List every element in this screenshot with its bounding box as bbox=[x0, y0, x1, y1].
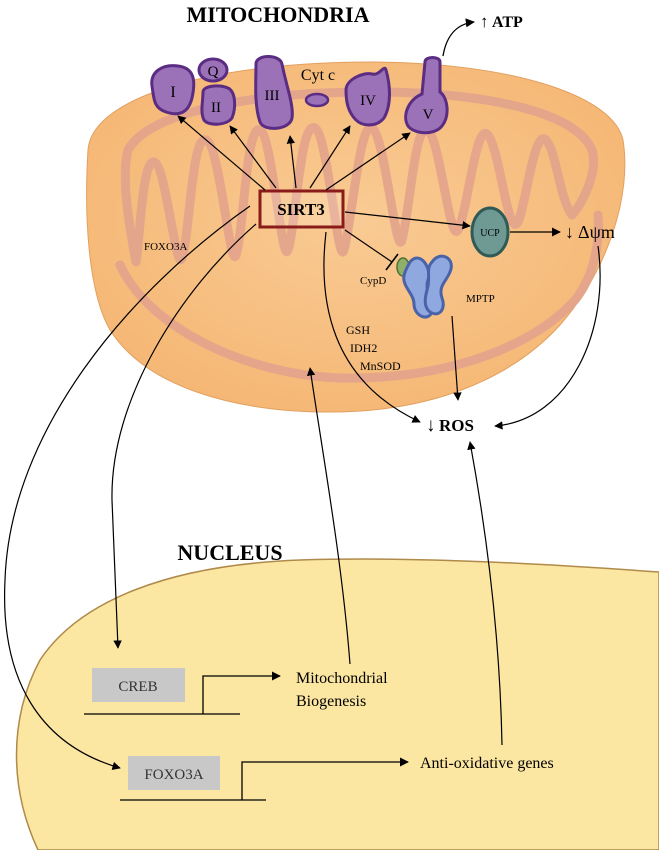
mito-biogenesis-line1: Mitochondrial bbox=[296, 670, 388, 687]
arrow-sirt3-to-ucp bbox=[344, 211, 471, 230]
ros-label: ROS bbox=[439, 416, 474, 435]
cypd-label: CypD bbox=[360, 275, 386, 287]
anti-oxidative-genes-label: Anti-oxidative genes bbox=[420, 755, 554, 772]
atp-up-arrow: ↑ bbox=[480, 12, 489, 31]
ucp-protein: UCP bbox=[470, 206, 510, 258]
atp-label: ATP bbox=[492, 14, 523, 31]
arrow-mptp-to-ros bbox=[451, 315, 462, 401]
foxo3a-nucleus-label: FOXO3A bbox=[144, 767, 203, 783]
inhibit-bar bbox=[385, 253, 399, 271]
complex-iv-label: IV bbox=[360, 93, 376, 109]
nucleus-title: NUCLEUS bbox=[177, 540, 282, 565]
arrow-sirt3-to-ros bbox=[323, 231, 421, 423]
mitochondria-title: MITOCHONDRIA bbox=[187, 2, 370, 27]
arrow-sirt3-to-foxo3a bbox=[3, 205, 251, 770]
creb-promoter-arrow bbox=[202, 671, 281, 714]
complex-iv: IV bbox=[344, 66, 391, 127]
complex-q-label: Q bbox=[208, 64, 219, 80]
mitochondrion-cristae bbox=[120, 87, 598, 267]
foxo3a-mito-label: FOXO3A bbox=[144, 241, 187, 253]
complex-ii: II bbox=[200, 84, 237, 126]
mitochondrion-inner-membrane bbox=[115, 210, 603, 383]
complex-v: V bbox=[404, 56, 449, 135]
delta-psi-label: Δψm bbox=[578, 222, 615, 242]
sirt3-to-complex-arrows bbox=[177, 115, 411, 191]
cytochrome-c: Cyt c bbox=[301, 67, 335, 108]
mito-biogenesis-line2: Biogenesis bbox=[296, 693, 366, 710]
arrow-complex-v-to-atp bbox=[442, 18, 475, 57]
idh2-label: IDH2 bbox=[350, 341, 377, 355]
delta-psi-down-arrow: ↓ bbox=[565, 222, 574, 242]
complex-ii-label: II bbox=[211, 100, 221, 116]
arrow-delta-psi-to-ros bbox=[494, 245, 601, 430]
complex-iii: III bbox=[254, 55, 294, 130]
arrow-sirt3-to-creb bbox=[111, 223, 257, 649]
foxo3a-box bbox=[128, 756, 220, 790]
mptp-label: MPTP bbox=[466, 293, 495, 305]
creb-box bbox=[92, 668, 185, 702]
foxo3a-promoter-arrow bbox=[241, 757, 409, 800]
complex-iii-label: III bbox=[265, 88, 280, 104]
ucp-label: UCP bbox=[480, 228, 500, 239]
complex-v-label: V bbox=[423, 107, 434, 123]
ros-down-arrow: ↓ bbox=[426, 415, 436, 436]
inhibit-sirt3-to-cypd bbox=[344, 229, 393, 263]
complex-q: Q bbox=[197, 57, 229, 83]
cytochrome-c-label: Cyt c bbox=[301, 67, 335, 84]
mptp-protein bbox=[402, 254, 453, 319]
gsh-label: GSH bbox=[346, 323, 370, 337]
sirt3-box: SIRT3 bbox=[258, 189, 345, 229]
creb-label: CREB bbox=[118, 679, 157, 695]
complex-i: I bbox=[150, 64, 196, 116]
sirt3-label: SIRT3 bbox=[277, 200, 325, 219]
complex-i-label: I bbox=[170, 84, 175, 101]
arrow-antioxidative-to-ros bbox=[467, 441, 503, 746]
mnsod-label: MnSOD bbox=[360, 359, 401, 373]
arrow-biogenesis-to-mitochondrion bbox=[306, 367, 351, 665]
